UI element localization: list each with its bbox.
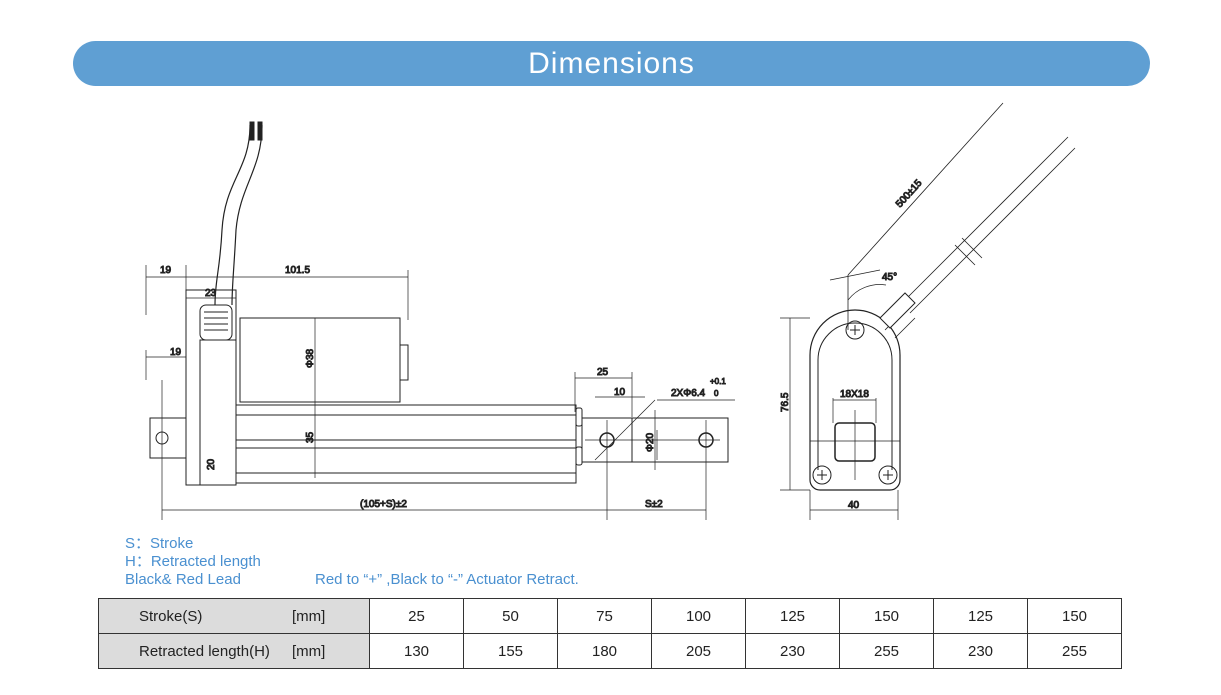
spec-table: Stroke(S) [mm] 25 50 75 100 125 150 125 1… [98, 598, 1122, 669]
table-cell: 255 [1027, 633, 1122, 669]
dim-phi38: Φ38 [305, 348, 316, 368]
front-view: 500±15 45° 76.5 40 18X18 [780, 102, 1076, 520]
table-cell: 125 [933, 598, 1028, 634]
table-cell: 180 [557, 633, 652, 669]
table-cell: 230 [745, 633, 840, 669]
dim-height: 76.5 [780, 392, 791, 412]
note-stroke: S：Stroke [125, 535, 194, 552]
table-cell: 100 [651, 598, 746, 634]
table-row-stroke: Stroke(S) [mm] 25 50 75 100 125 150 125 1… [98, 598, 1122, 634]
table-cell: 125 [745, 598, 840, 634]
gearbox [185, 289, 237, 486]
cable-angle: 45° [882, 272, 897, 283]
table-cell: 130 [369, 633, 464, 669]
row-label: Stroke(S) [139, 608, 203, 625]
section-title-banner: Dimensions [73, 41, 1150, 86]
table-cell: 155 [463, 633, 558, 669]
dim-35: 35 [305, 431, 316, 443]
dim-square: 18X18 [840, 389, 869, 400]
rear-clevis [149, 417, 187, 459]
dim-25: 25 [597, 367, 609, 378]
dim-20: 20 [206, 458, 217, 470]
hole-spec: 2XΦ6.4 [671, 388, 706, 399]
notes: S：Stroke H：Retracted length Black& Red L… [125, 535, 579, 589]
cable [214, 124, 251, 306]
dim-23: 23 [205, 288, 217, 299]
dim-stroke: S±2 [645, 499, 663, 510]
table-cell: 150 [1027, 598, 1122, 634]
table-cell: 255 [839, 633, 934, 669]
row-unit: [mm] [292, 643, 326, 660]
cable-gland [199, 304, 233, 341]
dim-101-5: 101.5 [285, 265, 310, 276]
table-cell: 230 [933, 633, 1028, 669]
dim-width: 40 [848, 500, 860, 511]
note-retracted: H：Retracted length [125, 553, 261, 570]
note-lead: Black& Red Lead [125, 571, 241, 588]
side-view: 19 101.5 23 19 Φ38 35 20 (105+S)±2 S±2 2… [145, 121, 735, 520]
table-cell: 150 [839, 598, 934, 634]
housing-outline [809, 309, 901, 491]
tolerance-lower: 0 [714, 389, 719, 398]
dim-19-top: 19 [160, 265, 172, 276]
row-label: Retracted length(H) [139, 643, 270, 660]
row-unit: [mm] [292, 608, 326, 625]
dim-total-length: (105+S)±2 [360, 499, 407, 510]
cable-length: 500±15 [894, 178, 925, 210]
dim-10: 10 [614, 387, 626, 398]
dim-phi20: Φ20 [645, 432, 656, 452]
dim-19-mid: 19 [170, 347, 182, 358]
table-row-retracted: Retracted length(H)[mm] 130 155 180 205 … [98, 633, 1122, 669]
tolerance-upper: +0.1 [710, 377, 726, 386]
motor [239, 317, 401, 403]
table-cell: 75 [557, 598, 652, 634]
note-wiring: Red to “+” ,Black to “-” Actuator Retrac… [315, 571, 579, 588]
table-cell: 25 [369, 598, 464, 634]
outer-tube [235, 404, 577, 484]
table-cell: 50 [463, 598, 558, 634]
table-cell: 205 [651, 633, 746, 669]
